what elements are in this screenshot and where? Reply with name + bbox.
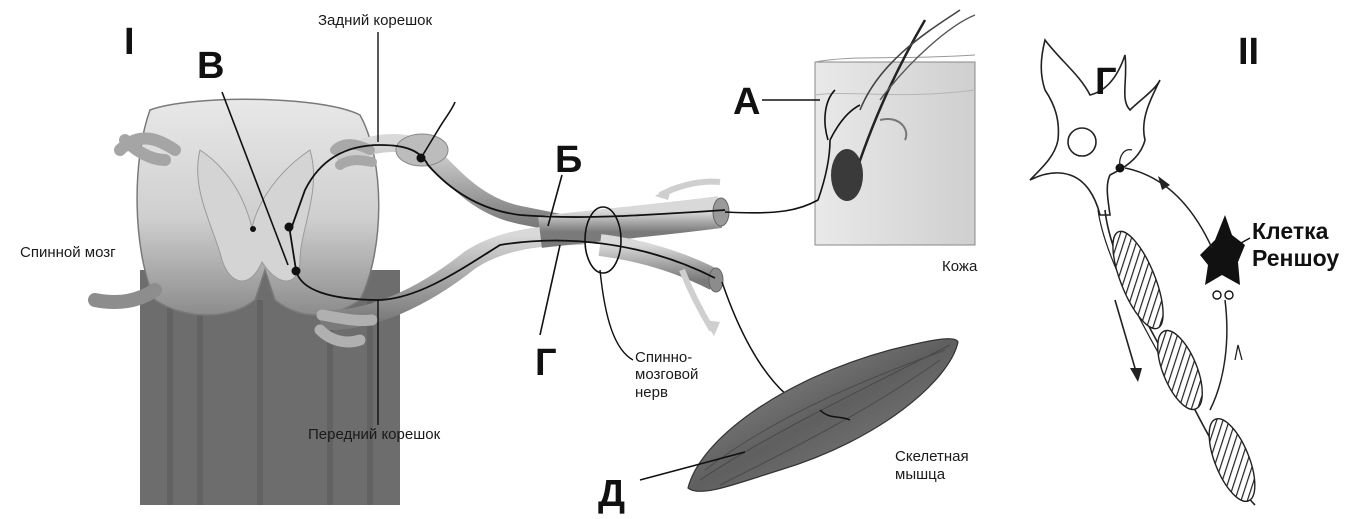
panel-I-numeral: I [124, 22, 135, 62]
muscle-label-1: Скелетная [895, 448, 969, 465]
renshaw-label-1: Клетка [1252, 218, 1328, 245]
spinal-nerve-pointer [600, 270, 633, 360]
skin-label: Кожа [942, 258, 977, 275]
spinal-nerve-label-2: мозговой [635, 366, 698, 383]
muscle-branch [600, 245, 715, 280]
panel-II-letter-G: Г [1095, 62, 1117, 102]
ventral-root-label: Передний корешок [308, 426, 440, 443]
descending-arrow [1115, 300, 1137, 375]
letter-D: Д [598, 474, 625, 514]
pointer-G [540, 245, 560, 335]
muscle-label-2: мышца [895, 466, 945, 483]
myelin-segment-2 [1149, 325, 1212, 416]
spinal-cord-label: Спинной мозг [20, 244, 116, 261]
renshaw-inhibitory-fiber [1125, 168, 1212, 248]
hair-follicle [831, 149, 863, 201]
myelin-segment-3 [1200, 413, 1264, 507]
renshaw-cell [1200, 215, 1245, 285]
dorsal-root-label: Задний корешок [318, 12, 432, 29]
panel-II-numeral: II [1238, 32, 1259, 72]
motoneuron-nucleus [1068, 128, 1096, 156]
letter-V: В [197, 46, 224, 86]
letter-B: Б [555, 140, 582, 180]
spinal-nerve-label-1: Спинно- [635, 349, 692, 366]
renshaw-label-2: Реншоу [1252, 245, 1339, 272]
spinal-cord-section [137, 99, 379, 315]
letter-A: А [733, 82, 760, 122]
letter-G: Г [535, 343, 557, 383]
recurrent-collateral [1210, 300, 1227, 410]
spinal-nerve-label-3: нерв [635, 384, 668, 401]
myelin-segment-1 [1103, 225, 1173, 334]
